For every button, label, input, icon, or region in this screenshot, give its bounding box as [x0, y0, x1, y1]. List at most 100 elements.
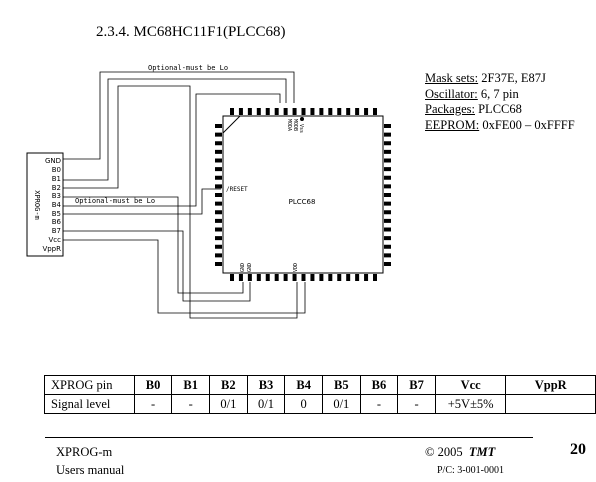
chip-pin — [215, 184, 222, 189]
chip-pin — [283, 274, 288, 281]
chip-pin — [373, 274, 377, 281]
chip-pin — [215, 193, 222, 197]
chip-pin — [215, 158, 222, 163]
table-header-cell: B3 — [246, 375, 286, 395]
chip-pin — [215, 244, 222, 249]
chip-pin — [215, 262, 222, 266]
chip-pin — [215, 218, 222, 223]
chip-pin — [215, 167, 222, 172]
table-header-cell: VppR — [505, 375, 596, 395]
connector-pin-b3: B3 — [52, 192, 61, 200]
table-header-cell: B2 — [209, 375, 248, 395]
chip-pin — [274, 108, 279, 115]
xprog-connector — [26, 152, 64, 257]
connector-pin-vcc: Vcc — [49, 236, 62, 244]
chip-pin — [384, 132, 391, 137]
chip-pin — [384, 141, 391, 146]
pin-vdd-label: VDD — [293, 263, 299, 272]
chip-pin — [384, 124, 391, 128]
chip-pin — [384, 175, 391, 180]
chip-pin — [373, 108, 377, 115]
table-cell: 0/1 — [246, 394, 286, 414]
chip-pin — [256, 108, 261, 115]
chip-pin — [238, 108, 243, 115]
footer-copyright: © 2005 TMT — [425, 445, 496, 459]
chip-pin — [384, 149, 391, 154]
connector-pin-b5: B5 — [52, 210, 61, 218]
chip-pin — [328, 274, 333, 281]
chip-pin — [215, 227, 222, 232]
chip-pin — [230, 108, 234, 115]
brand-logo: TMT — [468, 445, 496, 459]
chip-pin — [319, 274, 324, 281]
connector-pin-b1: B1 — [52, 175, 61, 183]
connector-pin-b0: B0 — [52, 166, 61, 174]
chip-pin — [215, 210, 222, 215]
spec-eeprom: EEPROM: 0xFE00 – 0xFFFF — [425, 117, 575, 132]
chip-pin — [215, 201, 222, 206]
chip-pin — [215, 236, 222, 241]
spec-oscillator: Oscillator: 6, 7 pin — [425, 86, 519, 101]
table-header-cell: XPROG pin — [44, 375, 135, 395]
table-cell: Signal level — [44, 394, 135, 414]
chip-pin — [355, 108, 360, 115]
chip-pin — [265, 108, 270, 115]
chip-pin — [319, 108, 324, 115]
note-optional-top: Optional-must be Lo — [148, 64, 228, 72]
chip-pin — [384, 167, 391, 172]
chip-pin — [247, 108, 252, 115]
pin-reset-label: /RESET — [226, 186, 248, 193]
plcc68-chip — [222, 115, 384, 274]
signal-table: XPROG pin B0 B1 B2 B3 B4 B5 B6 B7 Vcc Vp… — [44, 375, 596, 414]
chip-pin — [384, 236, 391, 241]
chip-pin — [215, 141, 222, 146]
chip-pin — [215, 253, 222, 258]
chip-pin — [215, 149, 222, 154]
connector-pin-vppr: VppR — [42, 245, 61, 253]
table-cell: - — [397, 394, 436, 414]
chip-pin — [274, 274, 279, 281]
table-cell — [505, 394, 596, 414]
page-number: 20 — [570, 441, 586, 458]
chip-pin — [384, 210, 391, 215]
chip-pin — [292, 274, 297, 281]
chip-specs: Mask sets: 2F37E, E87J Oscillator: 6, 7 … — [425, 71, 575, 133]
table-cell: - — [359, 394, 399, 414]
table-cell: - — [171, 394, 210, 414]
chip-pins — [215, 108, 391, 281]
chip-pin — [355, 274, 360, 281]
table-cell: 0/1 — [321, 394, 361, 414]
table-header-cell: B5 — [321, 375, 361, 395]
chip-pin — [346, 274, 351, 281]
chip-pin — [364, 274, 369, 281]
chip-pin — [310, 108, 315, 115]
footer-pc-number: P/C: 3-001-0001 — [437, 465, 504, 476]
spec-mask-sets: Mask sets: 2F37E, E87J — [425, 71, 546, 85]
pin-modb-label: MODB — [292, 119, 298, 131]
connector-pin-b4: B4 — [52, 201, 62, 209]
wires — [63, 71, 306, 319]
chip-pin — [384, 158, 391, 163]
connector-pin-b7: B7 — [52, 227, 61, 235]
footer-rule — [45, 437, 533, 438]
connector-label: XPROG-m — [33, 190, 41, 220]
table-header-cell: B4 — [284, 375, 323, 395]
table-header-cell: Vcc — [434, 375, 507, 395]
table-row: Signal level - - 0/1 0/1 0 0/1 - - +5V±5… — [44, 394, 596, 414]
chip-pin — [283, 108, 288, 115]
chip-pin — [384, 218, 391, 223]
table-header-cell: B7 — [397, 375, 436, 395]
table-cell: - — [133, 394, 173, 414]
chip-pin — [384, 262, 391, 266]
chip-pin — [346, 108, 351, 115]
table-header-row: XPROG pin B0 B1 B2 B3 B4 B5 B6 B7 Vcc Vp… — [44, 375, 596, 395]
section-title: 2.3.4. MC68HC11F1(PLCC68) — [96, 24, 286, 40]
chip-pin — [364, 108, 369, 115]
chip-pin — [384, 184, 391, 189]
connector-pin-gnd: GND — [45, 157, 61, 165]
pin-moda-label: MODA — [286, 119, 292, 131]
chip-pin — [292, 108, 297, 115]
pin1-marker — [300, 117, 304, 121]
connector-pin-b6: B6 — [52, 218, 62, 226]
chip-pin — [247, 274, 252, 281]
